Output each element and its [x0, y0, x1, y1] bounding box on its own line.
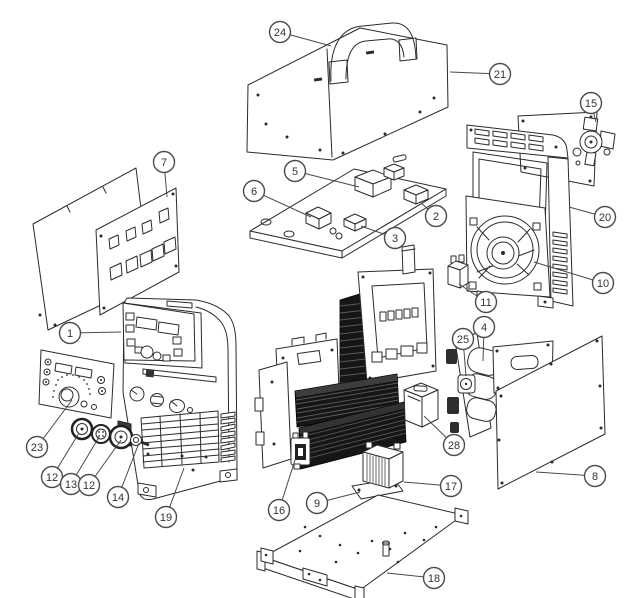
callout-number: 12: [83, 480, 95, 492]
callout-11: 11: [458, 283, 498, 314]
louver-grid: [140, 410, 220, 469]
top-board-component-6: [305, 206, 332, 230]
main-power-board: [357, 244, 437, 384]
callout-number: 6: [251, 186, 257, 198]
callout-9: 9: [305, 491, 361, 515]
callout-14: 14: [106, 442, 140, 509]
callout-8: 8: [535, 464, 607, 488]
callout-number: 14: [112, 492, 124, 504]
top-board-component-3: [343, 213, 367, 232]
mounting-box: [403, 382, 439, 428]
callout-number: 23: [31, 442, 43, 454]
heatsink-component: [290, 431, 311, 470]
callout-number: 19: [160, 512, 172, 524]
output-connector-a: [70, 417, 94, 441]
callout-number: 12: [46, 472, 58, 484]
callout-17: 17: [403, 474, 463, 498]
control-pcb: [95, 187, 180, 316]
callout-12b: 12: [77, 439, 122, 497]
top-board-transformer: [354, 169, 392, 198]
callout-24: 24: [268, 20, 332, 47]
callout-23: 23: [25, 399, 73, 459]
callout-number: 24: [274, 27, 286, 39]
callout-number: 21: [494, 69, 506, 81]
side-panel: [495, 335, 606, 490]
display-window: [157, 321, 180, 336]
capacitor-bracket: [457, 374, 476, 394]
callout-3: 3: [360, 225, 407, 250]
callout-number: 3: [392, 233, 398, 245]
callout-number: 2: [433, 211, 439, 223]
callout-5: 5: [283, 159, 360, 188]
callout-2: 2: [419, 201, 448, 228]
heatsink-bar-upper: [294, 373, 400, 428]
top-cover: [246, 27, 449, 161]
cooling-fan: [468, 215, 542, 291]
callout-20: 20: [568, 205, 617, 229]
top-pcb: [249, 154, 447, 259]
callout-4: 4: [472, 315, 496, 362]
callout-number: 20: [599, 212, 611, 224]
callout-number: 9: [314, 498, 320, 510]
callout-number: 17: [445, 481, 457, 493]
callout-19: 19: [154, 467, 185, 529]
relay: [447, 254, 469, 289]
display-window: [74, 366, 93, 379]
base-plate: [256, 494, 469, 598]
callout-number: 8: [592, 471, 598, 483]
callout-number: 4: [481, 322, 487, 334]
carry-handle: [328, 22, 418, 85]
side-louvers: [220, 411, 236, 463]
callout-28: 28: [423, 415, 466, 457]
callout-number: 7: [161, 157, 167, 169]
callout-number: 18: [428, 573, 440, 585]
transformer: [362, 441, 404, 489]
control-socket: [91, 424, 111, 444]
callout-number: 25: [457, 334, 469, 346]
callout-21: 21: [449, 62, 512, 86]
display-window: [135, 316, 158, 331]
callout-10: 10: [533, 261, 615, 295]
output-connector-b: [108, 424, 134, 450]
callout-number: 5: [292, 166, 298, 178]
callout-6: 6: [242, 179, 312, 218]
callout-7: 7: [152, 150, 176, 198]
callout-18: 18: [386, 566, 446, 590]
callout-number: 15: [585, 98, 597, 110]
callout-15: 15: [579, 91, 603, 123]
plug: [130, 434, 150, 447]
callout-number: 13: [65, 479, 77, 491]
callout-number: 16: [273, 505, 285, 517]
display-pcb: [122, 302, 196, 362]
callout-number: 10: [597, 278, 609, 290]
callout-number: 1: [67, 328, 73, 340]
top-board-relay: [403, 184, 429, 205]
callout-number: 11: [480, 297, 491, 309]
callout-25: 25: [451, 327, 475, 377]
callout-16: 16: [267, 459, 296, 522]
callout-number: 28: [448, 440, 460, 452]
heatsink-bar-lower: [298, 401, 407, 470]
insulator-plate-front: [254, 361, 292, 469]
front-panel-overlay: [38, 349, 115, 419]
display-window: [54, 362, 73, 375]
callout-1: 1: [58, 321, 122, 345]
gas-valve: [579, 116, 616, 167]
